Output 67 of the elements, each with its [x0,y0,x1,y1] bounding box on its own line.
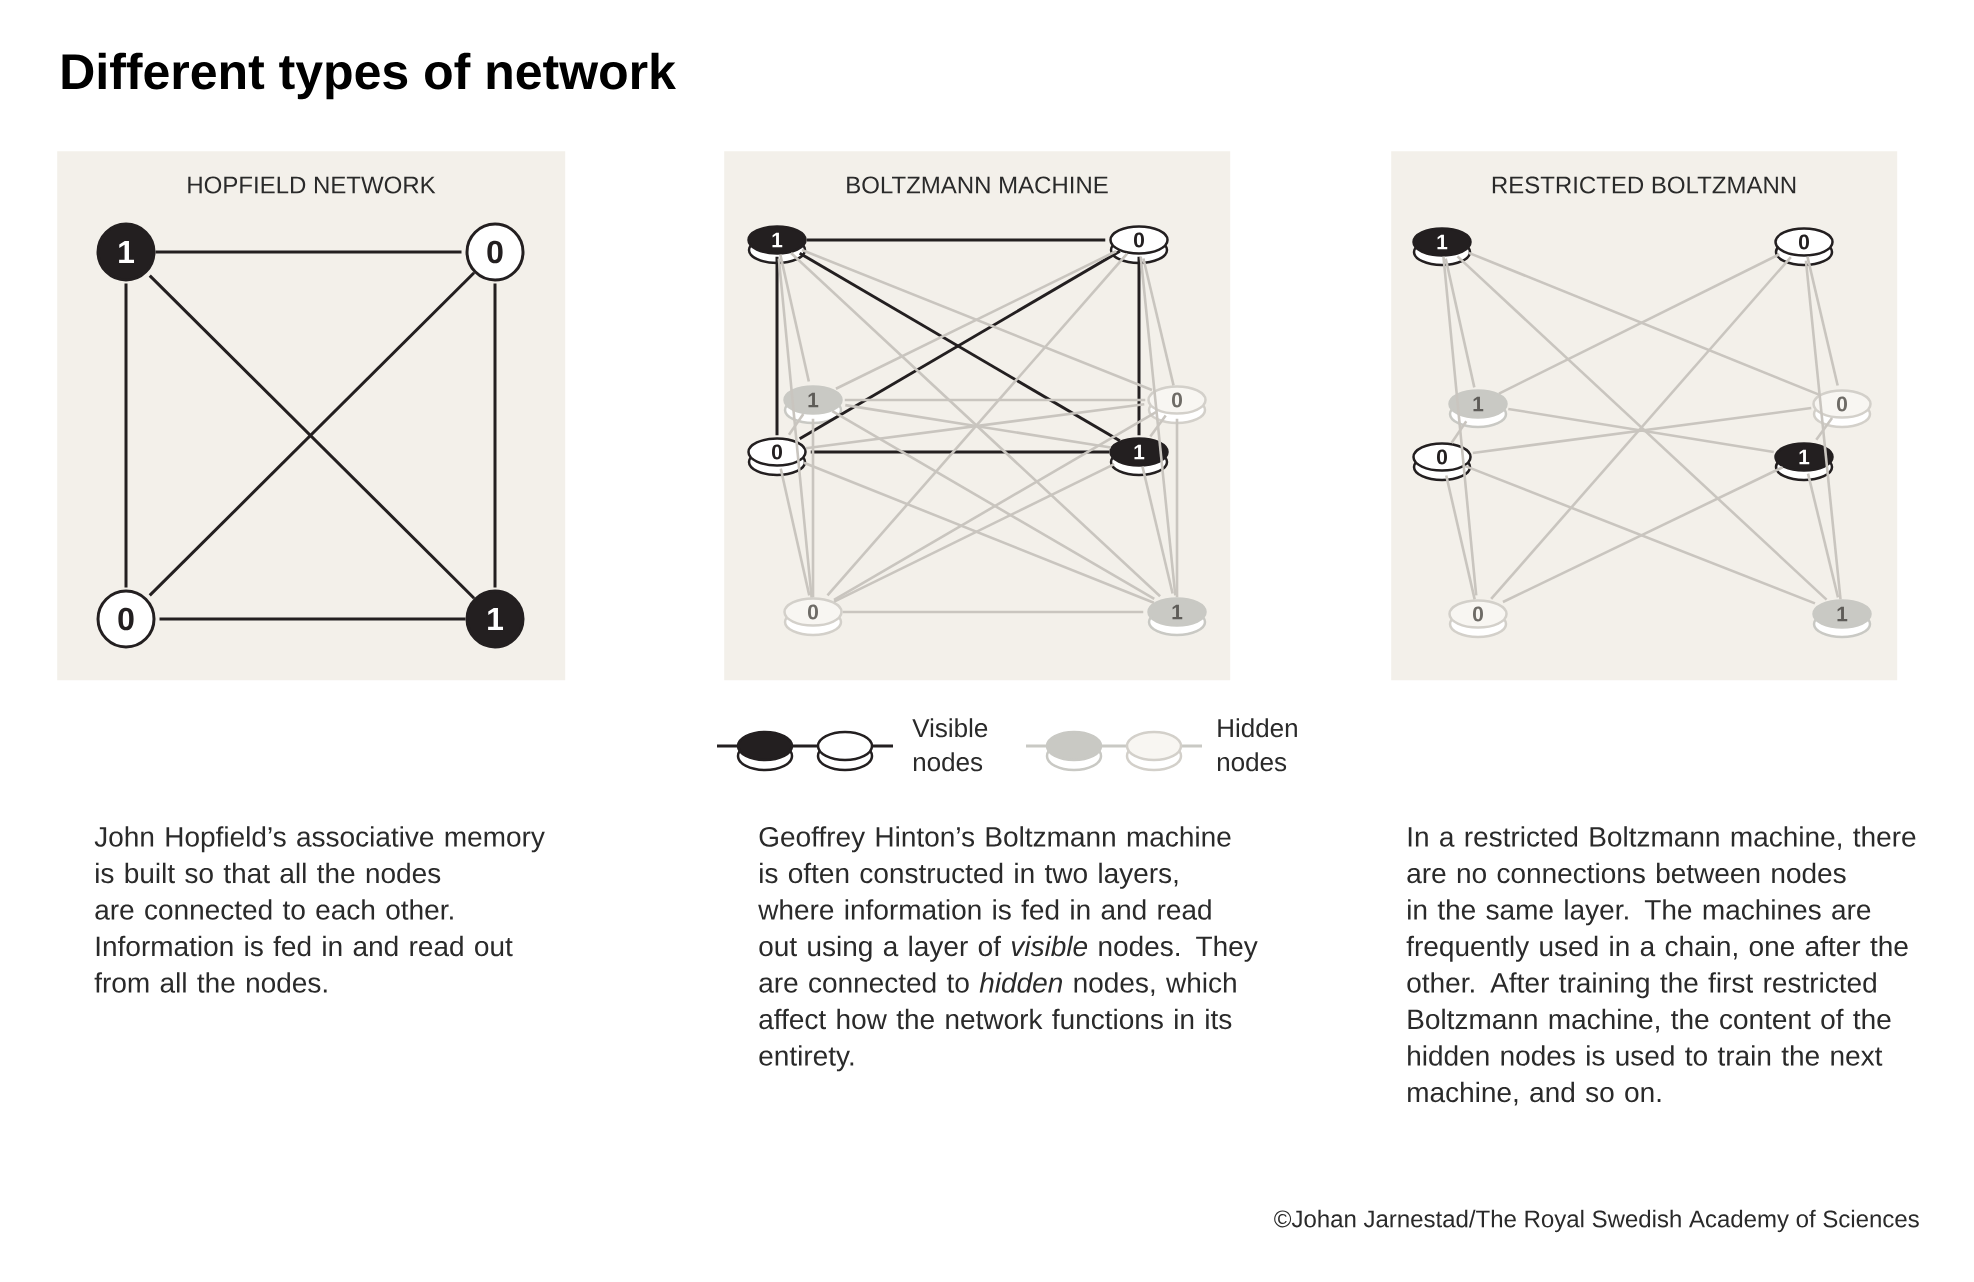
description-text: In a restricted Boltzmann machine, there are no connections between nodes in the same layer. The machines are frequently used in a chain, one after the other. After training the first restricted Boltzmann machine, the content of the hidden nodes is used to train the next machine, and so on. [1406,826,1916,1106]
description-text: Geoffrey Hinton’s Boltzmann machine is often constructed in two layers, where information is fed in and read out using a layer of visible nodes. They are connected to hidden nodes, which affect how the network functions in its entirety. [758,826,1258,1072]
connection-line [845,403,1111,449]
connection-line [1468,251,1820,396]
connection-line [1502,466,1784,604]
connection-line [787,413,805,436]
connection-line [779,468,811,596]
connection-line [833,462,1115,603]
connection-line [1139,256,1177,596]
connection-line [124,283,128,588]
connection-line [805,402,1145,450]
node-disc: 1 [1412,227,1472,267]
credit-line: ©Johan Jarnestad/The Royal Swedish Academy of Sciences [1274,1209,1919,1233]
connection-line [1137,256,1141,436]
connection-line [1490,256,1792,600]
node-disc: 0 [1448,599,1508,639]
connection-line [811,418,815,598]
node-disc: 0 [1774,227,1834,267]
connection-line [1456,255,1828,601]
connection-line [159,617,466,621]
connection-line [1445,475,1476,600]
connection-line [1806,256,1839,386]
connection-line [806,238,1106,242]
connection-line [835,250,1117,390]
connection-line [155,250,462,254]
node-disc: 0 [1412,442,1472,482]
connection-line [1141,466,1174,594]
connection-line [1175,418,1179,598]
connection-line [1142,258,1175,386]
node-disc: 1 [1812,599,1872,639]
connection-line [1806,473,1840,598]
connection-line [842,610,1144,614]
node-disc: 1 [1774,442,1834,482]
legend-label: Visible nodes [912,718,988,772]
connection-line [775,256,779,436]
node-disc: 0 [1147,385,1207,425]
connection-line [1149,414,1167,438]
node-disc: 1 [1109,437,1169,477]
legend-label: Hidden nodes [1217,718,1297,772]
connection-line [790,252,1161,598]
connection-line [1508,407,1774,454]
connection-line [1450,420,1468,444]
connection-line [1815,417,1834,441]
connection-line [810,450,1110,454]
connection-line [803,461,1155,604]
node-disc: 1 [1448,389,1508,429]
connection-line [1472,406,1812,455]
connection-line [493,283,497,588]
connection-line [1444,258,1476,388]
connection-line [779,254,811,382]
node-disc: 1 [783,385,843,425]
connection-line [844,398,1146,402]
node-disc: 0 [783,597,843,637]
node-disc: 1 [747,225,807,265]
connection-line [1464,464,1816,605]
node-disc: 0 [747,437,807,477]
title: Different types of network [62,52,676,100]
connection-line [1498,253,1780,395]
connection-line [777,258,813,598]
connection-line [1804,260,1842,600]
node-disc: 0 [1109,225,1169,265]
node-disc: 0 [1812,389,1872,429]
node-disc: 1 [1147,597,1207,637]
connection-line [801,248,1153,392]
description-text: John Hopfield’s associative memory is built so that all the nodes are connected to each other. Information is fed in and read out from all the nodes. [94,826,545,993]
connection-line [1442,256,1478,596]
connection-line [826,252,1129,597]
